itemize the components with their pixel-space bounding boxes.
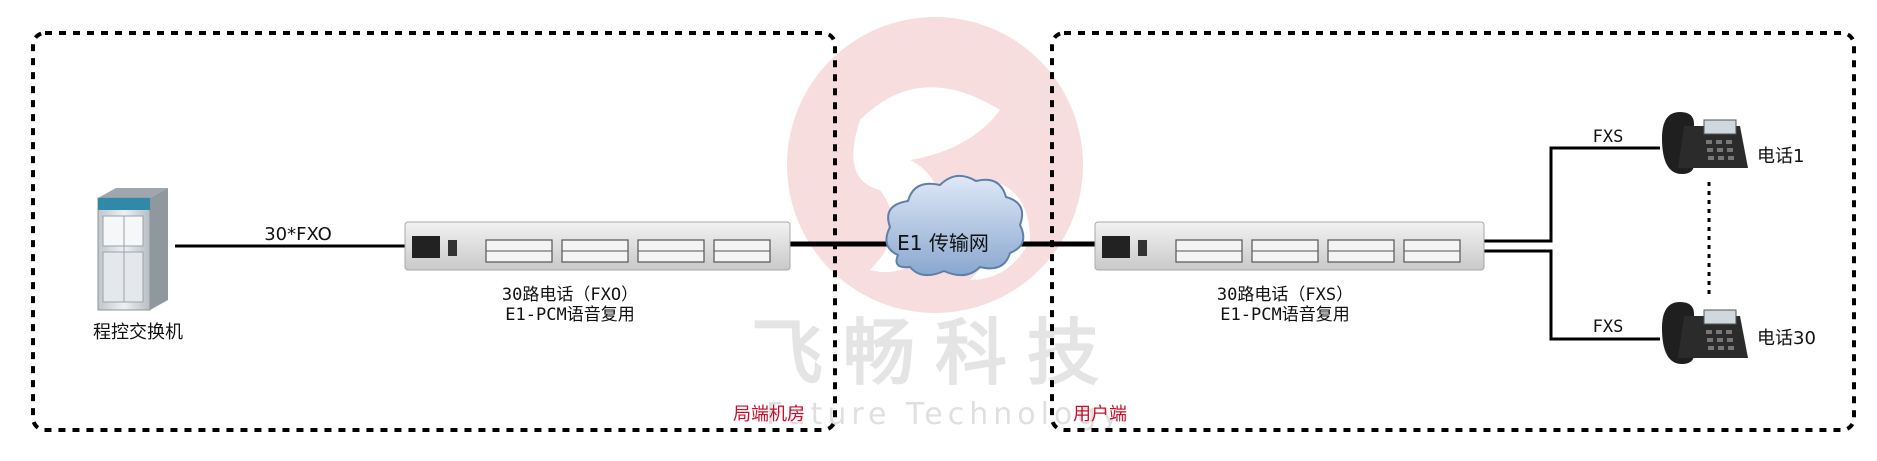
watermark-cn-text: 飞畅科技 bbox=[751, 311, 1119, 395]
cloud-icon bbox=[885, 174, 1025, 277]
fxo-mux-title: 30路电话（FXO） bbox=[502, 285, 638, 305]
phone-1-name: 电话1 bbox=[1757, 146, 1804, 167]
fxo-mux-device bbox=[404, 221, 791, 271]
watermark-en-text: Future Technology bbox=[766, 397, 1124, 432]
switch-label: 程控交换机 bbox=[93, 322, 183, 343]
fxs-mux-subtitle: E1-PCM语音复用 bbox=[1220, 305, 1349, 325]
switch-cabinet-icon bbox=[97, 188, 168, 311]
phone-1-icon bbox=[1662, 112, 1748, 174]
central-office-area-border bbox=[31, 31, 837, 432]
phone-1-link-label: FXS bbox=[1593, 127, 1624, 147]
user-side-area-border bbox=[1050, 31, 1856, 432]
mux-to-phone1-line bbox=[1484, 146, 1660, 243]
central-office-area-label: 局端机房 bbox=[733, 404, 805, 425]
phone-30-link-label: FXS bbox=[1593, 317, 1624, 337]
network-label: E1 传输网 bbox=[897, 231, 989, 255]
user-side-area-label: 用户端 bbox=[1073, 404, 1127, 425]
phone-30-icon bbox=[1662, 302, 1748, 364]
mux-to-phone30-line bbox=[1484, 249, 1660, 341]
fxs-mux-device bbox=[1094, 221, 1485, 271]
fxo-mux-subtitle: E1-PCM语音复用 bbox=[505, 305, 634, 325]
phone-30-name: 电话30 bbox=[1757, 328, 1816, 349]
switch-link-label: 30*FXO bbox=[264, 224, 332, 245]
fxs-mux-title: 30路电话（FXS） bbox=[1217, 285, 1353, 305]
